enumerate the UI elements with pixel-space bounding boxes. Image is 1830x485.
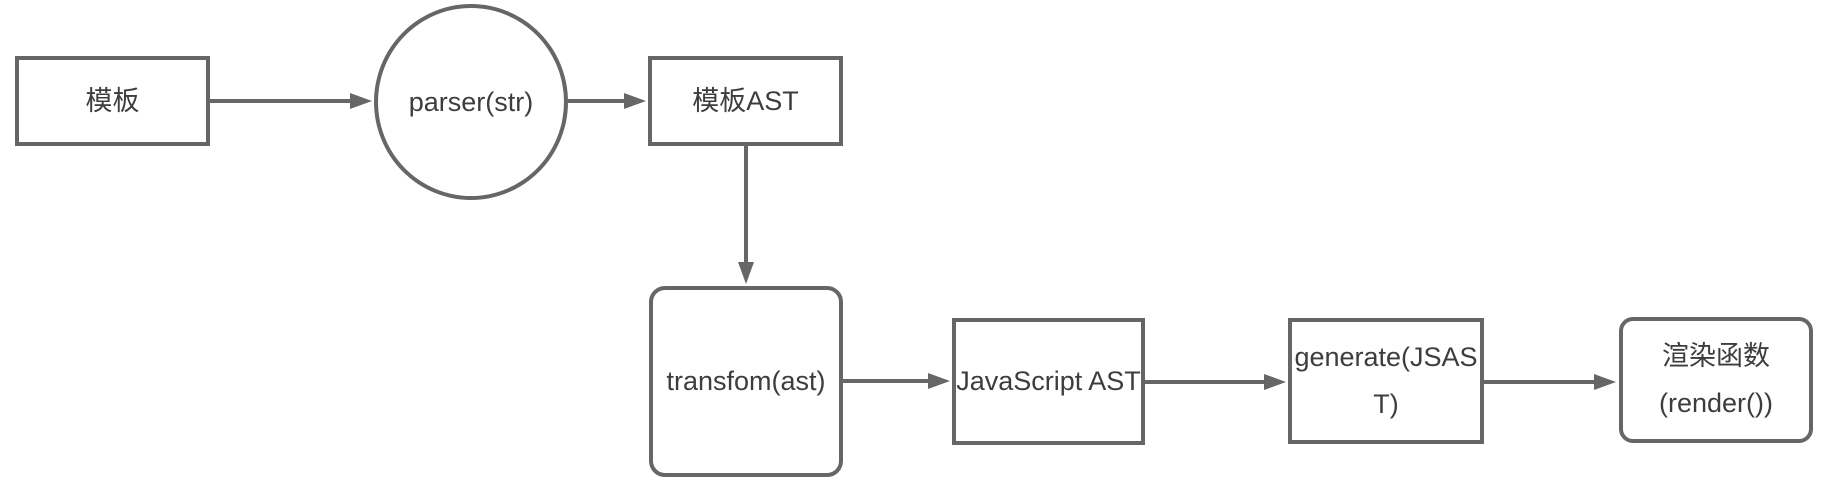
arrowhead-right-icon — [1594, 374, 1616, 390]
arrow-shaft — [568, 99, 624, 103]
node-label-line: 渲染函数 — [1662, 341, 1770, 371]
node-label-line: T) — [1373, 389, 1399, 419]
arrow-javascript-ast-to-generate — [1145, 374, 1286, 390]
node-label-line: (render()) — [1658, 388, 1773, 418]
node-parser: parser(str) — [374, 4, 568, 200]
arrow-template-to-parser — [210, 93, 372, 109]
node-javascript-ast: JavaScript AST — [952, 318, 1145, 445]
arrowhead-right-icon — [928, 373, 950, 389]
arrow-transform-to-javascript-ast — [843, 373, 950, 389]
node-generate: generate(JSAS T) — [1288, 318, 1484, 444]
node-label: transfom(ast) — [666, 366, 826, 396]
node-transform: transfom(ast) — [649, 286, 843, 477]
node-template-ast: 模板AST — [648, 56, 843, 146]
arrow-shaft — [1145, 380, 1264, 384]
node-label: 模板AST — [692, 85, 799, 116]
arrowhead-right-icon — [624, 93, 646, 109]
node-label: JavaScript AST — [956, 366, 1141, 396]
arrow-shaft — [1484, 380, 1594, 384]
node-render-function: 渲染函数 (render()) — [1619, 317, 1813, 443]
node-label-line: generate(JSAS — [1294, 342, 1478, 372]
arrow-shaft — [843, 379, 928, 383]
arrow-parser-to-template-ast — [568, 93, 646, 109]
arrow-shaft — [744, 146, 748, 262]
node-label: parser(str) — [408, 86, 534, 117]
arrowhead-right-icon — [1264, 374, 1286, 390]
arrow-generate-to-render-function — [1484, 374, 1616, 390]
node-template: 模板 — [15, 56, 210, 146]
node-label: 模板 — [85, 85, 140, 116]
arrowhead-down-icon — [738, 262, 754, 284]
arrow-shaft — [210, 99, 350, 103]
arrow-template-ast-to-transform — [738, 146, 754, 284]
arrowhead-right-icon — [350, 93, 372, 109]
